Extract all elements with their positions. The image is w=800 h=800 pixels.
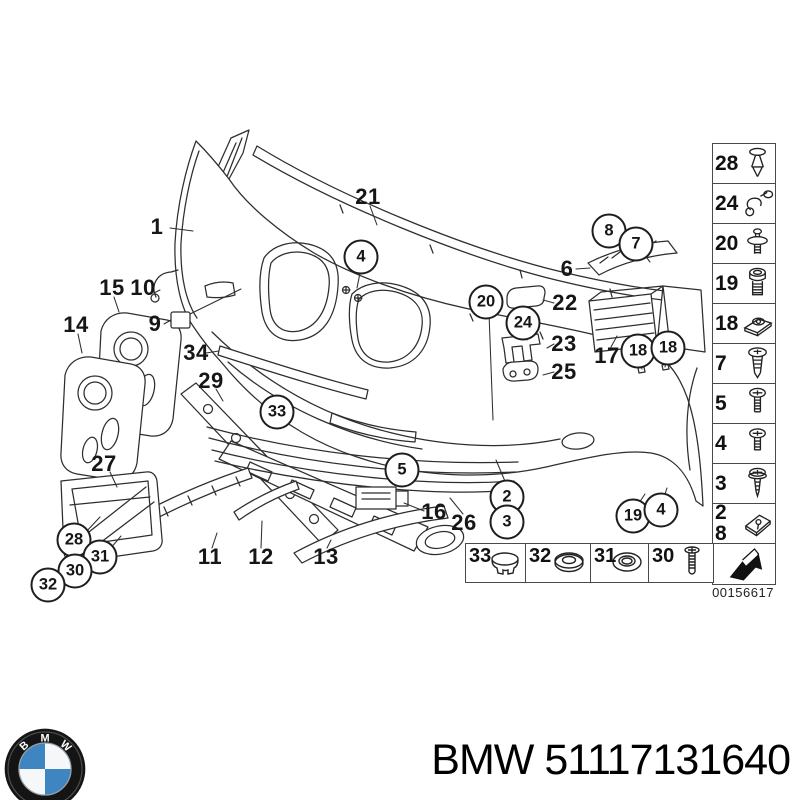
callout-circle-33: 33: [259, 394, 295, 430]
fastener-cell-18: 18: [713, 304, 775, 344]
hardware-number: 32: [529, 545, 552, 567]
fastener-cell-24: 24: [713, 184, 775, 224]
callout-circle-18b: 18: [650, 330, 686, 366]
fastener-cell-3: 3: [713, 464, 775, 504]
fastener-number: 7: [715, 351, 727, 375]
hardware-number: 31: [594, 545, 617, 567]
self-tapping-screw-icon: [748, 346, 767, 379]
socket-head-bolt-icon: [749, 267, 766, 295]
callout-17: 17: [594, 343, 620, 368]
fastener-number-top: 2: [715, 501, 727, 525]
callout-1: 1: [150, 214, 164, 239]
adhesive-plate-icon: [744, 513, 772, 536]
callout-circle-4b: 4: [643, 492, 679, 528]
fastener-cell-20: 20: [713, 224, 775, 264]
callout-16: 16: [421, 499, 447, 524]
left-grille-panels: [60, 312, 182, 481]
callout-11: 11: [197, 544, 223, 569]
push-rivet-icon: [747, 227, 768, 254]
logo-letter-m: M: [40, 732, 49, 744]
clip-nut-icon: [743, 316, 773, 337]
hardware-cell-30: 30: [649, 544, 713, 582]
fastener-number: 28: [715, 151, 739, 175]
callout-6: 6: [560, 256, 574, 281]
fastener-column: 28 24 20 19 18: [712, 143, 776, 585]
expansion-rivet-icon: [749, 147, 766, 177]
flange-screw-icon: [748, 467, 767, 498]
callout-circle-3: 3: [489, 504, 525, 540]
hardware-row: 33 32 31 30: [465, 543, 714, 583]
callout-circle-5: 5: [384, 452, 420, 488]
fastener-number: 20: [715, 231, 739, 255]
fastener-number: 19: [715, 271, 739, 295]
fastener-cell-7: 7: [713, 344, 775, 384]
callout-34: 34: [183, 340, 209, 365]
callout-14: 14: [63, 312, 89, 337]
hardware-cell-32: 32: [526, 544, 591, 582]
cover-cap-icon: [491, 552, 519, 575]
callout-23: 23: [551, 331, 577, 356]
hardware-number: 30: [652, 545, 675, 567]
callout-26: 26: [451, 510, 477, 535]
callout-circle-24: 24: [505, 305, 541, 341]
callout-15: 15: [99, 275, 125, 300]
callout-circle-20: 20: [468, 284, 504, 320]
fastener-number: 4: [715, 431, 727, 455]
wire-clip-icon: [745, 189, 774, 216]
callout-22: 22: [552, 290, 578, 315]
callout-10: 10: [130, 275, 156, 300]
callout-13: 13: [313, 544, 339, 569]
grommet-icon: [612, 552, 642, 572]
callout-25: 25: [551, 359, 577, 384]
diagram-id: 00156617: [712, 585, 774, 600]
fastener-cell-4: 4: [713, 424, 775, 464]
hardware-number: 33: [469, 545, 492, 567]
pan-head-screw-icon: [749, 387, 766, 412]
fastener-number: 24: [715, 191, 739, 215]
hardware-cell-31: 31: [591, 544, 649, 582]
callout-21: 21: [355, 184, 381, 209]
fastener-cell-28: 28: [713, 144, 775, 184]
blind-plug-icon: [554, 552, 584, 573]
callout-9: 9: [148, 311, 162, 336]
fastener-number-bottom: 8: [715, 522, 727, 545]
callout-circle-32: 32: [30, 567, 66, 603]
fastener-number: 18: [715, 311, 739, 335]
direction-arrow-cell: [713, 544, 775, 584]
callout-12: 12: [248, 544, 274, 569]
fastener-cell-5: 5: [713, 384, 775, 424]
fastener-number: 5: [715, 391, 727, 415]
part-number-text: BMW 51117131640: [431, 736, 791, 784]
callout-circle-4: 4: [343, 239, 379, 275]
hardware-cell-33: 33: [466, 544, 526, 582]
callout-29: 29: [198, 368, 224, 393]
bumper-cover-shape: [174, 140, 704, 507]
callout-circle-7: 7: [618, 226, 654, 262]
fastener-cell-19: 19: [713, 264, 775, 304]
countersunk-screw-icon: [684, 546, 700, 575]
callout-circle-31: 31: [82, 539, 118, 575]
callout-circle-18a: 18: [620, 333, 656, 369]
callout-27: 27: [91, 451, 117, 476]
bmw-roundel-logo: B M W: [4, 728, 86, 800]
direction-arrow-icon: [729, 548, 763, 581]
pan-head-screw-icon: [749, 427, 766, 451]
fastener-number: 3: [715, 471, 727, 495]
